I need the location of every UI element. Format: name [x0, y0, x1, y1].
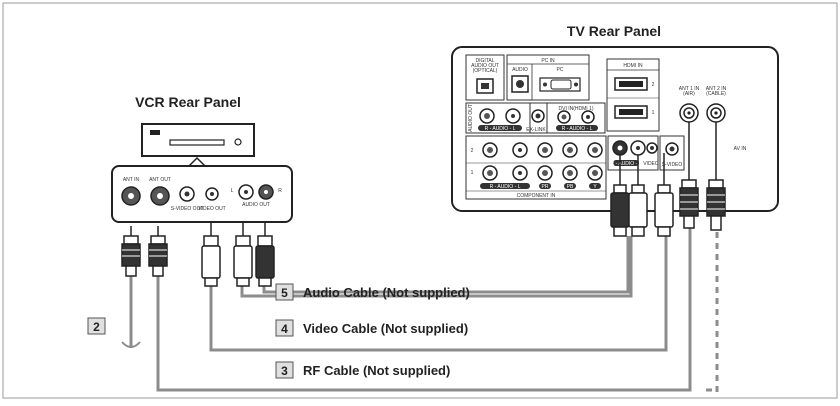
svg-text:ANT OUT: ANT OUT: [149, 177, 171, 183]
cable-routes: [129, 228, 692, 392]
svg-text:DIGITAL: DIGITAL: [475, 58, 494, 64]
audio-plug-tv-right: [610, 155, 630, 237]
svg-text:(AIR): (AIR): [683, 91, 695, 97]
svg-text:HDMI IN: HDMI IN: [623, 63, 643, 69]
video-plug-tv: [654, 153, 674, 237]
svg-text:PB: PB: [567, 184, 574, 190]
cable-number: 2: [93, 320, 100, 334]
hdmi-in-ports: HDMI IN 2 1: [606, 58, 660, 132]
svg-text:(OPTICAL): (OPTICAL): [473, 68, 498, 74]
cable-label-audio: 5 Audio Cable (Not supplied): [275, 283, 470, 301]
svg-text:2: 2: [652, 82, 655, 88]
svg-text:1: 1: [652, 110, 655, 116]
rf-plug-vcr-in: [121, 226, 141, 277]
svg-text:EX-LINK: EX-LINK: [526, 127, 546, 133]
svg-text:S-VIDEO OUT: S-VIDEO OUT: [171, 206, 204, 212]
dvi-in-audio-ports: DVI IN(HDMI 1) R - AUDIO - L: [546, 102, 606, 134]
audio-out-ports: AUDIO OUT R - AUDIO - L: [465, 102, 531, 134]
rf-plug-vcr-out: [148, 226, 168, 277]
svg-text:AV IN: AV IN: [734, 146, 747, 152]
svg-text:AUDIO OUT: AUDIO OUT: [471, 63, 499, 69]
svg-text:L: L: [231, 188, 234, 194]
svg-text:VIDEO: VIDEO: [643, 161, 659, 167]
tv-panel-title: TV Rear Panel: [567, 23, 661, 39]
svg-text:PR: PR: [542, 184, 549, 190]
cable-label-text: Audio Cable (Not supplied): [303, 285, 470, 300]
digital-audio-out-port: DIGITAL AUDIO OUT (OPTICAL): [465, 54, 505, 101]
svg-text:R: R: [278, 188, 282, 194]
svg-text:S-VIDEO: S-VIDEO: [662, 162, 683, 168]
ant-in-ports: ANT 1 IN (AIR) ANT 2 IN (CABLE): [679, 86, 727, 123]
cable-number: 3: [281, 364, 288, 378]
svg-text:R - AUDIO - L: R - AUDIO - L: [562, 126, 593, 132]
cable-number: 4: [281, 322, 288, 336]
svg-text:PC IN: PC IN: [541, 58, 555, 64]
vcr-panel-title: VCR Rear Panel: [135, 94, 241, 110]
svg-text:PC: PC: [557, 67, 564, 73]
svg-text:(CABLE): (CABLE): [706, 91, 726, 97]
svg-text:ANT IN: ANT IN: [123, 177, 140, 183]
av-in-ports: R - AUDIO - L VIDEO S-VIDEO AV IN: [607, 135, 747, 171]
wall-cable-label: 2: [87, 317, 106, 335]
pc-in-ports: PC IN AUDIO PC: [506, 54, 590, 101]
cable-label-video: 4 Video Cable (Not supplied): [275, 319, 468, 337]
cable-label-text: RF Cable (Not supplied): [303, 363, 450, 378]
svg-text:AUDIO OUT: AUDIO OUT: [242, 202, 270, 208]
svg-text:COMPONENT IN: COMPONENT IN: [517, 193, 556, 199]
svg-text:1: 1: [471, 170, 474, 176]
svg-text:VIDEO OUT: VIDEO OUT: [198, 206, 226, 212]
svg-text:R - AUDIO - L: R - AUDIO - L: [490, 184, 521, 190]
vcr-device-icon: [141, 123, 255, 167]
ex-link-port: EX-LINK: [526, 102, 548, 134]
tv-rear-panel: DIGITAL AUDIO OUT (OPTICAL) PC IN AUDIO …: [451, 46, 779, 212]
svg-text:Y: Y: [593, 184, 597, 190]
rf-plug-tv-ant1: [679, 122, 699, 229]
wall-cable-end: [121, 341, 141, 348]
cable-number: 5: [281, 286, 288, 300]
svg-text:AUDIO OUT: AUDIO OUT: [468, 104, 474, 132]
svg-text:R - AUDIO - L: R - AUDIO - L: [611, 161, 642, 167]
audio-plug-vcr-left: [233, 222, 253, 287]
svg-text:ANT 1 IN: ANT 1 IN: [679, 86, 700, 92]
svg-text:AUDIO: AUDIO: [512, 67, 528, 73]
component-in-ports: 2 1 R - AUDIO - L PR PB Y COMPO: [465, 135, 607, 200]
vcr-rear-panel: ANT IN ANT OUT S-VIDEO OUT VIDEO OUT L R…: [111, 165, 293, 223]
svg-text:R - AUDIO - L: R - AUDIO - L: [485, 126, 516, 132]
svg-text:ANT 2 IN: ANT 2 IN: [706, 86, 727, 92]
svg-text:DVI IN(HDMI 1): DVI IN(HDMI 1): [559, 106, 594, 112]
rf-plug-tv-ant2: [706, 122, 726, 231]
cable-label-text: Video Cable (Not supplied): [303, 321, 468, 336]
cable-label-rf: 3 RF Cable (Not supplied): [275, 361, 450, 379]
audio-plug-tv-left: [628, 155, 648, 237]
audio-plug-vcr-right: [255, 222, 275, 287]
video-plug-vcr: [201, 222, 221, 287]
svg-text:2: 2: [471, 148, 474, 154]
